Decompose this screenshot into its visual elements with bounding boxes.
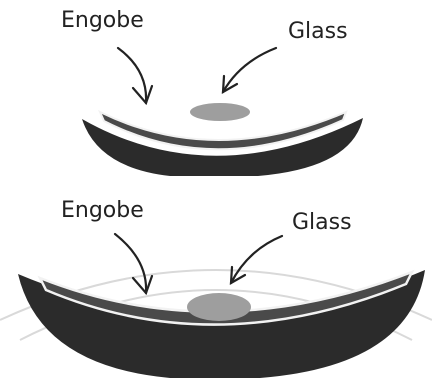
diagram-bottom: Engobe Glass (0, 190, 432, 378)
glass-puddle (190, 103, 250, 121)
glass-label: Glass (292, 212, 352, 234)
glass-puddle (187, 293, 251, 321)
engobe-label: Engobe (61, 10, 144, 32)
engobe-arrow (115, 234, 146, 293)
glass-arrowhead (223, 76, 237, 92)
engobe-arrowhead (133, 86, 152, 103)
diagram-top: Engobe Glass (0, 0, 432, 190)
glass-arrow (231, 236, 282, 283)
engobe-label: Engobe (61, 200, 144, 222)
engobe-arrow (118, 48, 146, 103)
glass-arrow (223, 48, 276, 92)
glass-label: Glass (288, 21, 348, 43)
engobe-arrowhead (133, 276, 152, 293)
